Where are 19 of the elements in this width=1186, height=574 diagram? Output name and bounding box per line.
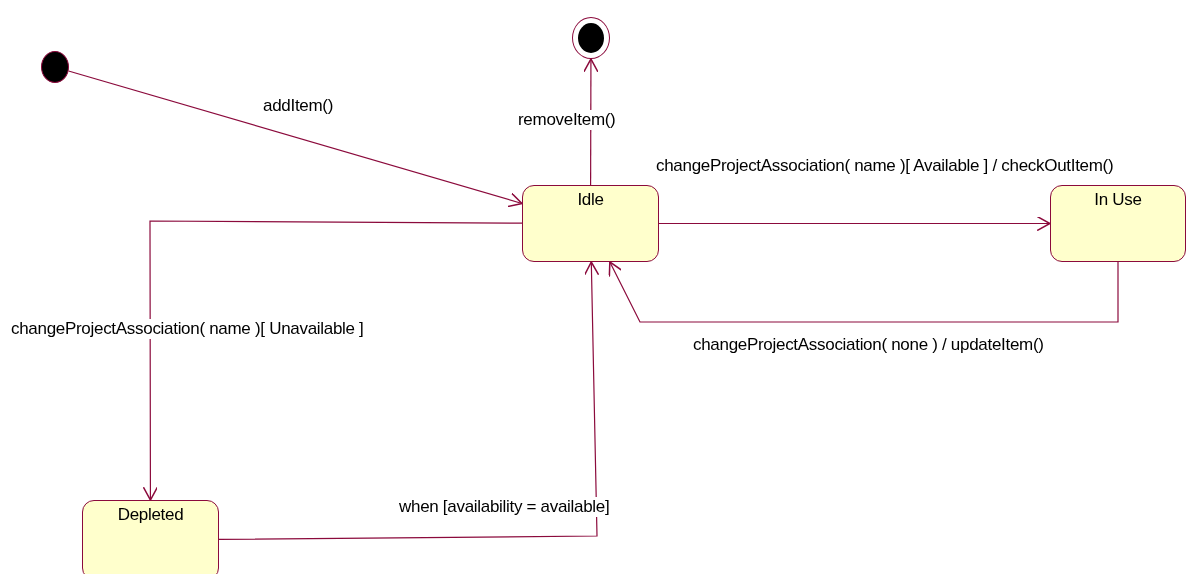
state-name: Depleted [117,505,184,525]
state-box [522,185,659,262]
state-box [82,500,219,574]
state-name: In Use [1094,190,1142,210]
state-box [1050,185,1186,262]
state-name: Idle [577,190,604,210]
transition-arrow [608,261,1119,323]
transition-label: changeProjectAssociation( name )[ Unavailable ] [10,319,365,339]
initial-state [41,51,69,83]
transition-label: addItem() [262,96,335,116]
transition-arrow [67,70,523,208]
transition-label: removeItem() [517,110,617,130]
transition-label: when [availability = available] [398,497,611,517]
final-state [572,17,610,59]
transition-arrow [142,220,523,501]
transition-arrow [218,261,600,540]
transition-label: changeProjectAssociation( none ) / updateItem() [692,335,1045,355]
transition-arrow [658,215,1051,232]
transition-label: changeProjectAssociation( name )[ Available ] / checkOutItem() [655,156,1115,176]
